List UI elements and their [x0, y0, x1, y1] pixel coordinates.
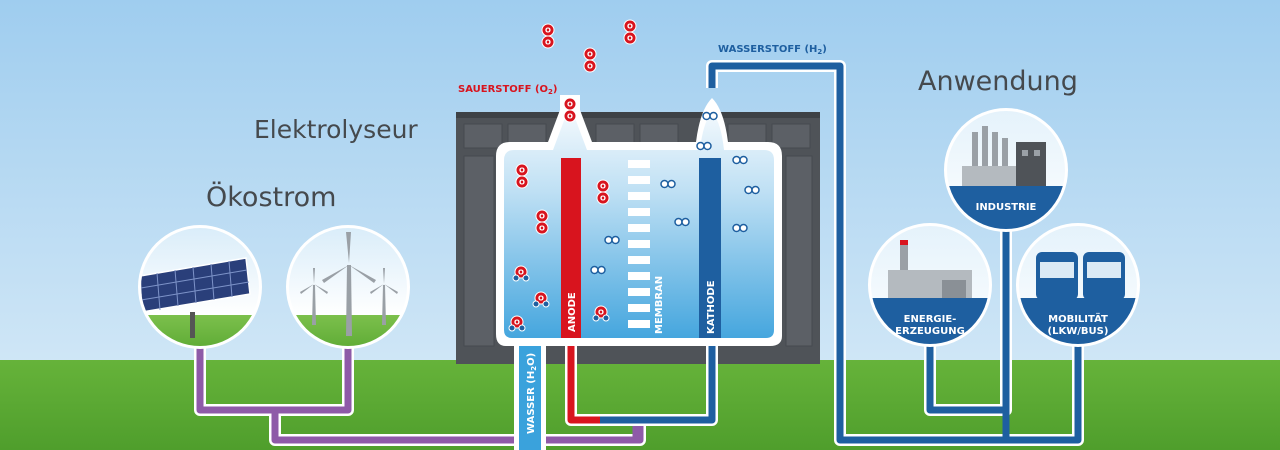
svg-text:O: O [627, 35, 633, 43]
svg-text:O: O [538, 295, 544, 303]
svg-text:O: O [627, 23, 633, 31]
water-label: WASSER (H2O) [526, 353, 538, 434]
wind-turbine-icon [300, 232, 398, 336]
mobilitaet-label-1: MOBILITÄT [1048, 311, 1108, 325]
hydrogen-molecule-icon [732, 223, 748, 233]
solar-circle [138, 225, 262, 349]
hydrogen-molecule-icon [696, 141, 712, 151]
water-molecules: O O O O [508, 265, 610, 332]
industrie-label: INDUSTRIE [976, 202, 1037, 213]
svg-text:O: O [519, 167, 525, 175]
wind-circle [286, 225, 410, 349]
bus-icon [1036, 252, 1125, 300]
solar-panel-icon [141, 257, 251, 338]
svg-text:O: O [519, 179, 525, 187]
svg-text:O: O [600, 183, 606, 191]
water-molecule-icon: O [532, 291, 550, 308]
membrane-label: MEMBRAN [654, 276, 665, 334]
svg-text:O: O [598, 309, 604, 317]
water-molecule-icon: O [508, 315, 526, 332]
hydrogen-molecule-icon [660, 179, 676, 189]
heading-oekostrom: Ökostrom [206, 181, 336, 213]
oxygen-molecule-icon: OO [563, 97, 577, 123]
oxygen-molecule-icon: OO [596, 179, 610, 205]
svg-text:O: O [539, 213, 545, 221]
cathode-bar [699, 158, 721, 338]
oxygen-molecule-icon: OO [541, 23, 555, 49]
svg-text:O: O [567, 101, 573, 109]
oxygen-molecule-icon: OO [535, 209, 549, 235]
hydrogen-molecules [590, 111, 760, 275]
svg-text:O: O [600, 195, 606, 203]
hydrogen-pipes [600, 60, 1084, 446]
oxygen-molecule-icon: OO [623, 19, 637, 45]
svg-text:O: O [587, 63, 593, 71]
hydrogen-label: WASSERSTOFF (H2) [718, 44, 827, 56]
hydrogen-molecule-icon [732, 155, 748, 165]
power-plant-icon [888, 240, 972, 298]
svg-text:O: O [539, 225, 545, 233]
svg-text:O: O [518, 269, 524, 277]
oxygen-molecule-icon: OO [583, 47, 597, 73]
factory-icon [962, 126, 1046, 188]
cathode-label: KATHODE [706, 280, 717, 334]
anode-label: ANODE [567, 292, 578, 332]
mobilitaet-circle: MOBILITÄT (LKW/BUS) [1016, 223, 1140, 347]
energie-label-1: ENERGIE- [904, 314, 957, 325]
svg-text:O: O [514, 319, 520, 327]
svg-text:O: O [545, 27, 551, 35]
industrie-circle: INDUSTRIE [944, 108, 1068, 232]
svg-text:O: O [587, 51, 593, 59]
hydrogen-molecule-icon [590, 265, 606, 275]
heading-anwendung: Anwendung [918, 66, 1078, 97]
hydrogen-molecule-icon [702, 111, 718, 121]
svg-text:O: O [545, 39, 551, 47]
water-molecule-icon: O [592, 305, 610, 322]
energie-label-2: ERZEUGUNG [895, 326, 965, 337]
hydrogen-molecule-icon [604, 235, 620, 245]
hydrogen-molecule-icon [674, 217, 690, 227]
water-molecule-icon: O [512, 265, 530, 282]
mobilitaet-label-2: (LKW/BUS) [1048, 326, 1109, 337]
anode-bar [561, 158, 581, 338]
oxygen-label: SAUERSTOFF (O2) [458, 84, 557, 96]
hydrogen-molecule-icon [744, 185, 760, 195]
oxygen-molecule-icon: OO [515, 163, 529, 189]
heading-elektrolyseur: Elektrolyseur [254, 115, 418, 144]
membrane [628, 160, 650, 328]
water-inlet-pipe [514, 338, 546, 450]
svg-text:O: O [567, 113, 573, 121]
